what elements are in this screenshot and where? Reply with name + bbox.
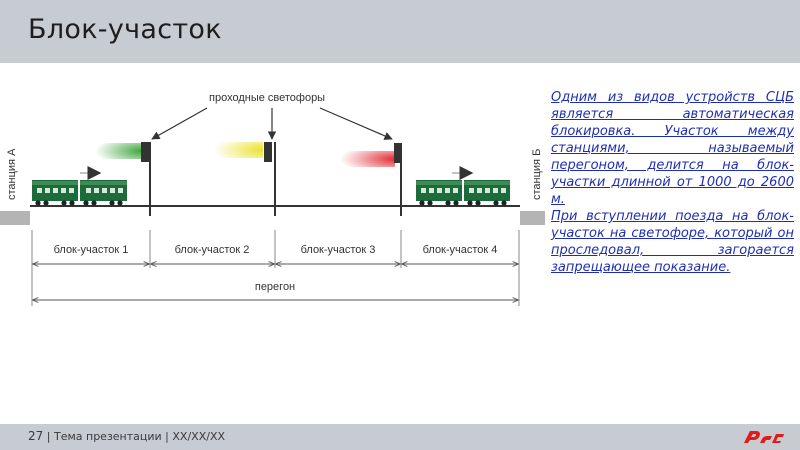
header-bar: Блок-участок xyxy=(0,0,800,63)
signal-2 xyxy=(213,142,276,216)
block-label-4: блок-участок 4 xyxy=(423,244,498,256)
signal-3 xyxy=(340,143,402,216)
block-label-1: блок-участок 1 xyxy=(54,244,129,256)
station-b-platform xyxy=(520,211,545,225)
description-paragraph-2: При вступлении поезда на блок-участок на… xyxy=(551,209,794,275)
signal-1 xyxy=(95,142,151,216)
rzd-logo-icon xyxy=(744,431,784,443)
station-b-label: станция Б xyxy=(531,149,543,200)
station-a-label: станция А xyxy=(6,148,18,200)
page-number: 27 xyxy=(28,429,44,443)
signal-pointer-arrow xyxy=(151,107,208,140)
block-label-2: блок-участок 2 xyxy=(175,244,250,256)
signal-glow-yellow xyxy=(213,142,263,158)
description-text: Одним из видов устройств СЦБ является ав… xyxy=(551,89,794,276)
signal-glow-green xyxy=(95,143,143,159)
description-paragraph-1: Одним из видов устройств СЦБ является ав… xyxy=(551,90,794,207)
page-title: Блок-участок xyxy=(28,14,222,45)
train-right xyxy=(416,180,510,206)
train-left xyxy=(32,180,127,206)
section-label: перегон xyxy=(255,281,295,293)
block-label-3: блок-участок 3 xyxy=(301,244,376,256)
signal-glow-red xyxy=(340,151,395,167)
footer-topic: | Тема презентации | XX/XX/XX xyxy=(43,430,226,443)
station-a-platform xyxy=(0,211,30,225)
signal-pointer-arrow xyxy=(319,107,393,140)
signals-label: проходные светофоры xyxy=(209,92,325,104)
footer-text: 27 | Тема презентации | XX/XX/XX xyxy=(28,429,225,443)
block-section-diagram: станция А станция Б проходные светофоры xyxy=(0,92,545,306)
footer-bar: 27 | Тема презентации | XX/XX/XX xyxy=(0,424,800,450)
